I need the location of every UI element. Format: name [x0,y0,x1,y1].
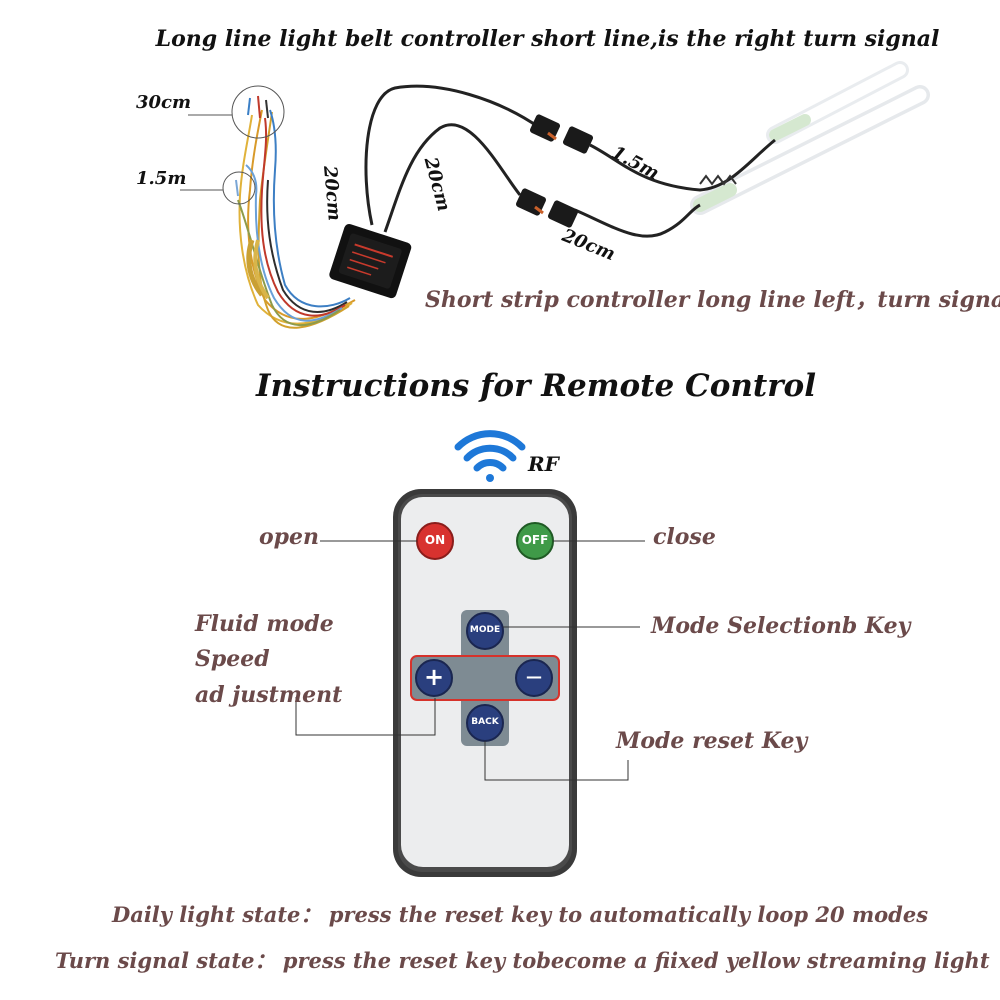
section-title: Instructions for Remote Control [255,368,817,404]
label-30cm: 30cm [136,92,192,113]
wire-harness [237,109,356,329]
label-1-5m-left: 1.5m [136,168,187,189]
controller-box [329,223,412,299]
callout-mode-select: Mode Selectionb Key [651,613,911,639]
rf-signal-icon [454,430,526,482]
callout-mode-reset: Mode reset Key [616,728,808,754]
mode-button[interactable]: MODE [469,625,501,635]
on-button[interactable]: ON [424,533,446,547]
cables [364,84,776,238]
footer-daily: Daily light state： press the reset key t… [112,902,929,927]
connectors [515,114,594,228]
callout-open: open [259,524,320,550]
page-title: Long line light belt controller short li… [155,26,940,52]
led-strips [690,61,930,215]
remote-buttons-graphic [415,522,554,742]
callout-adjustment: ad justment [195,682,343,708]
back-button[interactable]: BACK [471,717,499,727]
wire-ends [235,95,269,197]
rf-label: RF [528,452,559,476]
footer-turn: Turn signal state： press the reset key t… [55,948,990,973]
wiring-caption: Short strip controller long line left，tu… [425,287,1000,313]
callout-speed: Speed [195,646,270,672]
callout-close: close [653,524,716,550]
off-button[interactable]: OFF [521,533,549,547]
cable-coil [699,174,737,186]
plus-button[interactable]: + [423,663,445,691]
callout-fluid-mode: Fluid mode [195,611,334,637]
minus-button[interactable]: — [526,667,542,686]
wire-callouts [180,85,285,205]
remote-callout-lines [295,540,645,781]
